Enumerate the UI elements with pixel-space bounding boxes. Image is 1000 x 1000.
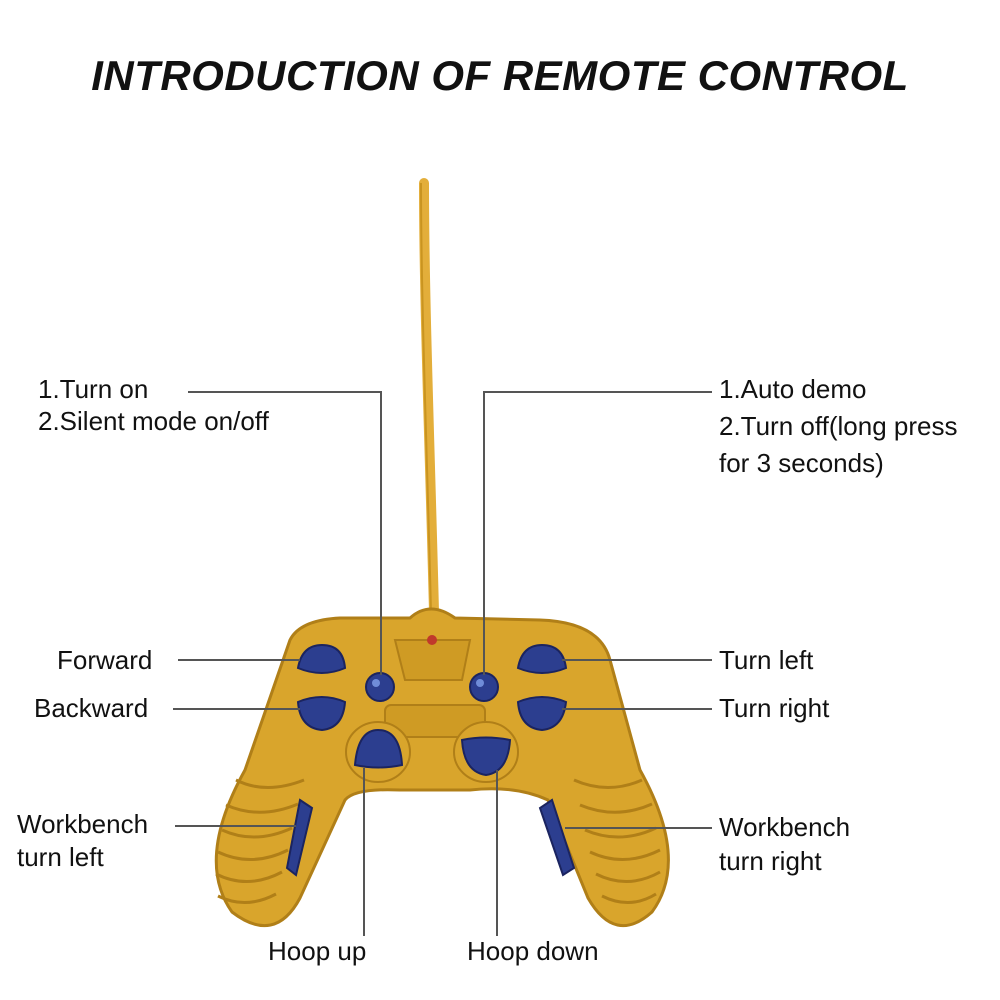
hoop-up-label: Hoop up	[268, 936, 367, 966]
demo-label-line2: 2.Turn off(long press	[719, 411, 958, 441]
forward-label: Forward	[57, 645, 153, 675]
power-label-line1: 1.Turn on	[38, 374, 149, 404]
turn-right-label: Turn right	[719, 693, 830, 723]
power-button	[365, 672, 395, 702]
backward-button	[296, 696, 347, 732]
workbench-left-label-line2: turn left	[17, 842, 104, 872]
power-label-line2: 2.Silent mode on/off	[38, 406, 269, 436]
workbench-right-label-line2: turn right	[719, 846, 822, 876]
page-title: INTRODUCTION OF REMOTE CONTROL	[91, 52, 909, 99]
controller-body	[214, 607, 670, 928]
workbench-left-button	[285, 798, 314, 877]
antenna	[419, 178, 439, 617]
workbench-right-button	[538, 798, 576, 877]
workbench-right-label-line1: Workbench	[719, 812, 851, 842]
turn-right-button	[516, 696, 568, 732]
power-led	[427, 635, 437, 645]
turn-left-label: Turn left	[719, 645, 814, 675]
hoop-up-button	[353, 728, 404, 769]
demo-label-line1: 1.Auto demo	[719, 374, 867, 404]
hoop-down-label: Hoop down	[467, 936, 599, 966]
forward-button	[296, 643, 347, 674]
demo-button	[469, 672, 499, 702]
hoop-down-button	[460, 736, 512, 777]
demo-label-line3: for 3 seconds)	[719, 448, 884, 478]
backward-label: Backward	[34, 693, 149, 723]
workbench-left-label-line1: Workbench	[17, 809, 149, 839]
turn-left-button	[516, 643, 568, 674]
callout-lines	[173, 391, 712, 936]
